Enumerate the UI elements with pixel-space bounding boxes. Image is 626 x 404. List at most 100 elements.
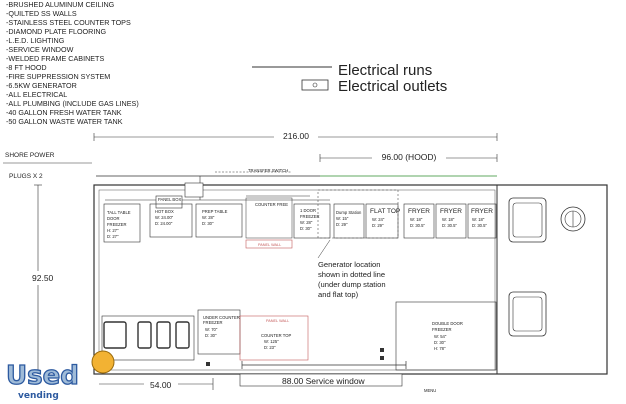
- spec-item: -50 GALLON WASTE WATER TANK: [6, 117, 123, 126]
- truck-cab: [508, 197, 586, 337]
- sinks: [101, 315, 195, 361]
- door-dimension: 54.00: [150, 380, 172, 390]
- svg-text:H: 27": H: 27": [107, 228, 119, 233]
- svg-text:D: 27": D: 27": [107, 234, 119, 239]
- spec-item: -40 GALLON FRESH WATER TANK: [6, 108, 122, 117]
- svg-text:D: 30.5": D: 30.5": [410, 223, 426, 228]
- dimension-hood: 96.00 (HOOD): [319, 151, 498, 163]
- service-window: 88.00 Service window: [239, 361, 407, 387]
- passenger-seat-icon: [508, 291, 547, 337]
- cart-icon: [91, 350, 115, 374]
- spec-item: -ALL PLUMBING (INCLUDE GAS LINES): [6, 99, 139, 108]
- generator-note: Generator location shown in dotted line …: [317, 239, 386, 299]
- svg-text:D: 30.5": D: 30.5": [472, 223, 488, 228]
- svg-text:D: 24.00": D: 24.00": [155, 221, 173, 226]
- dimension-54: 54.00: [99, 378, 214, 390]
- logo-text: Used: [6, 361, 79, 391]
- length-dimension: 216.00: [283, 131, 309, 141]
- sink-icon: [175, 321, 190, 349]
- counter-top-box: COUNTER FREE PANEL WALL: [245, 197, 293, 249]
- fryer-3: FRYER W: 18" D: 30.5": [467, 203, 497, 239]
- svg-text:FRYER: FRYER: [408, 208, 430, 215]
- legend: Electrical runs Electrical outlets: [252, 62, 447, 95]
- reach-in-freezer: 1 DOOR FREEZER W: 28" D: 30": [293, 203, 331, 239]
- svg-text:D: 30": D: 30": [434, 340, 446, 345]
- panel-box: PANEL BOX TRANSFER SWITCH: [155, 168, 288, 209]
- svg-text:W: 28": W: 28": [202, 215, 215, 220]
- svg-text:Generator location: Generator location: [318, 260, 380, 269]
- legend-electrical-outlets: Electrical outlets: [338, 78, 447, 95]
- svg-text:W: 24.00": W: 24.00": [155, 215, 174, 220]
- transfer-switch-label: TRANSFER SWITCH: [248, 168, 288, 173]
- svg-text:UNDER COUNTER: UNDER COUNTER: [203, 315, 240, 320]
- svg-text:(under dump station: (under dump station: [318, 280, 386, 289]
- svg-text:HOT BOX: HOT BOX: [155, 209, 174, 214]
- service-window-dimension: 88.00 Service window: [282, 376, 366, 386]
- dimension-216: 216.00: [93, 130, 498, 142]
- outlets: [206, 348, 384, 366]
- spec-item: -QUILTED SS WALLS: [6, 9, 77, 18]
- prep-table: PREP TABLE W: 28" D: 30": [195, 203, 243, 238]
- generator-outline: [317, 189, 399, 239]
- hot-box: HOT BOX W: 24.00" D: 24.00": [149, 203, 193, 238]
- spec-item: -BRUSHED ALUMINUM CEILING: [6, 0, 115, 9]
- legend-electrical-runs: Electrical runs: [338, 62, 432, 79]
- svg-text:W: 28": W: 28": [300, 220, 313, 225]
- spec-item: -WELDED FRAME CABINETS: [6, 54, 104, 63]
- spec-item: -FIRE SUPPRESSION SYSTEM: [6, 72, 110, 81]
- svg-text:Dump Station: Dump Station: [336, 210, 362, 215]
- svg-text:COUNTER TOP: COUNTER TOP: [261, 333, 292, 338]
- svg-text:PANEL BOX: PANEL BOX: [158, 197, 181, 202]
- svg-text:TALL TABLE: TALL TABLE: [107, 210, 131, 215]
- svg-text:D: 30.5": D: 30.5": [442, 223, 458, 228]
- counter-top-bottom: PANEL WALL COUNTER TOP W: 125" D: 23": [239, 315, 309, 361]
- fryer-1: FRYER W: 18" D: 30.5": [403, 203, 435, 239]
- svg-text:1 DOOR: 1 DOOR: [300, 208, 316, 213]
- svg-text:D: 29": D: 29": [336, 222, 348, 227]
- svg-text:W: 18": W: 18": [410, 217, 423, 222]
- used-vending-logo: Used vending: [5, 350, 115, 401]
- svg-text:PANEL WALL: PANEL WALL: [258, 243, 281, 247]
- double-door-freezer: DOUBLE DOOR FREEZER W: 54" D: 30" H: 78": [395, 301, 497, 371]
- plugs-label: PLUGS X 2: [9, 173, 43, 180]
- width-dimension: 92.50: [32, 273, 54, 283]
- under-counter-freezer: UNDER COUNTER FREEZER W: 70" D: 30": [197, 309, 241, 355]
- svg-text:DOUBLE DOOR: DOUBLE DOOR: [432, 321, 463, 326]
- svg-text:PANEL WALL: PANEL WALL: [266, 319, 289, 323]
- svg-text:and flat top): and flat top): [318, 290, 359, 299]
- svg-text:W: 18": W: 18": [472, 217, 485, 222]
- svg-text:W: 18": W: 18": [442, 217, 455, 222]
- svg-text:FREEZER: FREEZER: [432, 327, 452, 332]
- spec-item: -L.E.D. LIGHTING: [6, 36, 65, 45]
- driver-seat-icon: [508, 197, 547, 243]
- svg-text:W: 70": W: 70": [205, 327, 218, 332]
- spec-item: -STAINLESS STEEL COUNTER TOPS: [6, 18, 131, 27]
- svg-text:D: 30": D: 30": [205, 333, 217, 338]
- svg-text:FREEZER: FREEZER: [107, 222, 127, 227]
- sink-icon: [156, 321, 171, 349]
- sink-icon: [103, 321, 127, 349]
- svg-text:D: 30": D: 30": [300, 226, 312, 231]
- steering-wheel-icon: [560, 206, 586, 232]
- sink-icon: [137, 321, 152, 349]
- shore-power-label: SHORE POWER: [5, 152, 55, 159]
- spec-item: -6.5KW GENERATOR: [6, 81, 77, 90]
- hood-dimension: 96.00 (HOOD): [382, 152, 437, 162]
- svg-text:PREP TABLE: PREP TABLE: [202, 209, 228, 214]
- tall-table-box: TALL TABLE DOOR FREEZER H: 27" D: 27": [103, 203, 141, 243]
- outlet-icon: [301, 79, 329, 91]
- svg-text:shown in dotted line: shown in dotted line: [318, 270, 385, 279]
- flat-top: FLAT TOP W: 24" D: 29": [365, 203, 400, 239]
- svg-text:W: 15": W: 15": [336, 216, 349, 221]
- svg-text:H: 78": H: 78": [434, 346, 446, 351]
- spec-item: -ALL ELECTRICAL: [6, 90, 67, 99]
- electrical-runs: [96, 171, 497, 201]
- svg-text:DOOR: DOOR: [107, 216, 120, 221]
- svg-text:D: 23": D: 23": [264, 345, 276, 350]
- svg-text:D: 30": D: 30": [202, 221, 214, 226]
- svg-text:W: 24": W: 24": [372, 217, 385, 222]
- svg-text:FLAT TOP: FLAT TOP: [370, 208, 400, 215]
- svg-text:FRYER: FRYER: [471, 208, 493, 215]
